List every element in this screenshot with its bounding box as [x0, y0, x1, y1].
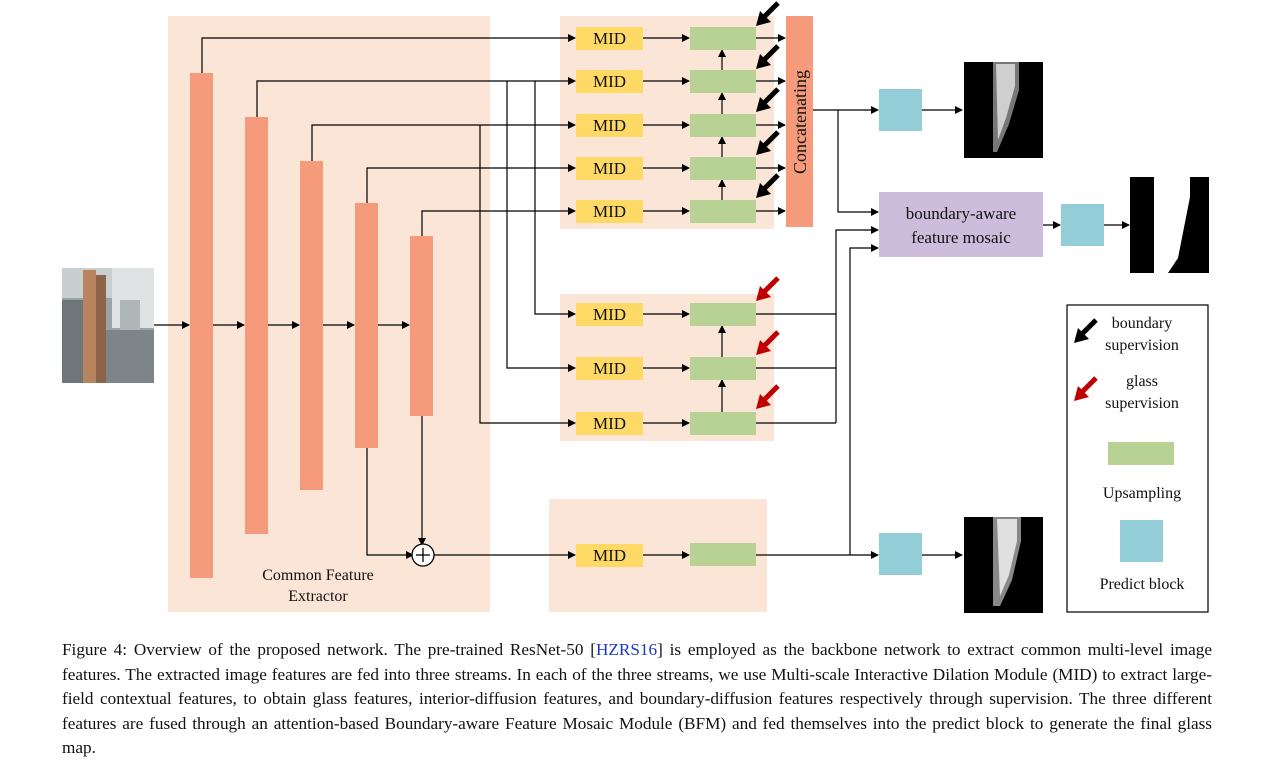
mid-block: MID: [576, 303, 643, 326]
mid-block: MID: [576, 200, 643, 223]
input-image: [62, 268, 154, 383]
extractor-label: Common Feature: [262, 567, 374, 584]
figure-caption: Figure 4: Overview of the proposed netwo…: [62, 638, 1212, 761]
boundary-supervision-arrows: [756, 1, 780, 198]
bfm-block: boundary-aware feature mosaic: [879, 192, 1043, 257]
svg-text:supervision: supervision: [1105, 337, 1179, 354]
svg-text:MID: MID: [593, 305, 626, 324]
legend: boundary supervision glass supervision U…: [1066, 304, 1209, 613]
svg-text:feature mosaic: feature mosaic: [911, 228, 1011, 247]
legend-boundary-arrow: [1074, 318, 1098, 343]
final-glass-map: [1130, 177, 1209, 273]
legend-upsampling-swatch: [1108, 442, 1174, 465]
svg-text:MID: MID: [593, 29, 626, 48]
svg-text:glass: glass: [1126, 373, 1158, 390]
mid-block: MID: [576, 70, 643, 93]
svg-text:MID: MID: [593, 414, 626, 433]
mid-block: MID: [576, 357, 643, 380]
mid-block: MID: [576, 544, 643, 567]
svg-text:MID: MID: [593, 546, 626, 565]
mid-block: MID: [576, 157, 643, 180]
svg-text:supervision: supervision: [1105, 395, 1179, 412]
svg-text:MID: MID: [593, 159, 626, 178]
svg-text:Upsampling: Upsampling: [1103, 485, 1181, 502]
backbone-block-2: [245, 117, 268, 534]
mid-block: MID: [576, 114, 643, 137]
backbone-block-1: [190, 73, 213, 578]
legend-glass-arrow: [1074, 376, 1098, 401]
mid-block: MID: [576, 412, 643, 435]
backbone-block-4: [355, 203, 378, 448]
predict-block: [879, 533, 922, 575]
connectors: [154, 34, 1130, 559]
svg-text:MID: MID: [593, 359, 626, 378]
glass-supervision-arrows: [756, 276, 780, 409]
upsampling-block: [690, 27, 756, 50]
upsampling-block: [690, 412, 756, 435]
upsampling-block: [690, 303, 756, 326]
concatenating-block: Concatenating: [786, 16, 813, 227]
caption-body: ] is employed as the backbone network to…: [62, 640, 1213, 757]
interior-output-map: [964, 517, 1043, 613]
upsampling-block: [690, 200, 756, 223]
svg-text:MID: MID: [593, 202, 626, 221]
predict-block: [879, 89, 922, 131]
svg-text:MID: MID: [593, 72, 626, 91]
upsampling-block: [690, 114, 756, 137]
upsampling-block: [690, 357, 756, 380]
mid-block: MID: [576, 27, 643, 50]
backbone-block-3: [300, 161, 323, 490]
upsampling-block: [690, 70, 756, 93]
extractor-panel: [168, 16, 490, 612]
network-diagram: MID MID MID MID MID MID MID MID MID: [62, 1, 1209, 613]
svg-text:Concatenating: Concatenating: [790, 70, 810, 174]
boundary-output-map: [964, 62, 1043, 158]
legend-predict-swatch: [1120, 520, 1163, 562]
predict-block: [1061, 204, 1104, 246]
upsampling-block: [690, 157, 756, 180]
citation-link[interactable]: HZRS16: [595, 640, 658, 659]
svg-text:MID: MID: [593, 116, 626, 135]
svg-text:boundary: boundary: [1112, 315, 1172, 332]
upsampling-block: [690, 543, 756, 566]
sum-node: [411, 543, 435, 567]
extractor-label: Extractor: [288, 588, 348, 605]
backbone-block-5: [410, 236, 433, 416]
svg-text:boundary-aware: boundary-aware: [906, 204, 1016, 223]
caption-lead: Figure 4: Overview of the proposed netwo…: [62, 640, 596, 659]
svg-text:Predict block: Predict block: [1100, 576, 1185, 593]
